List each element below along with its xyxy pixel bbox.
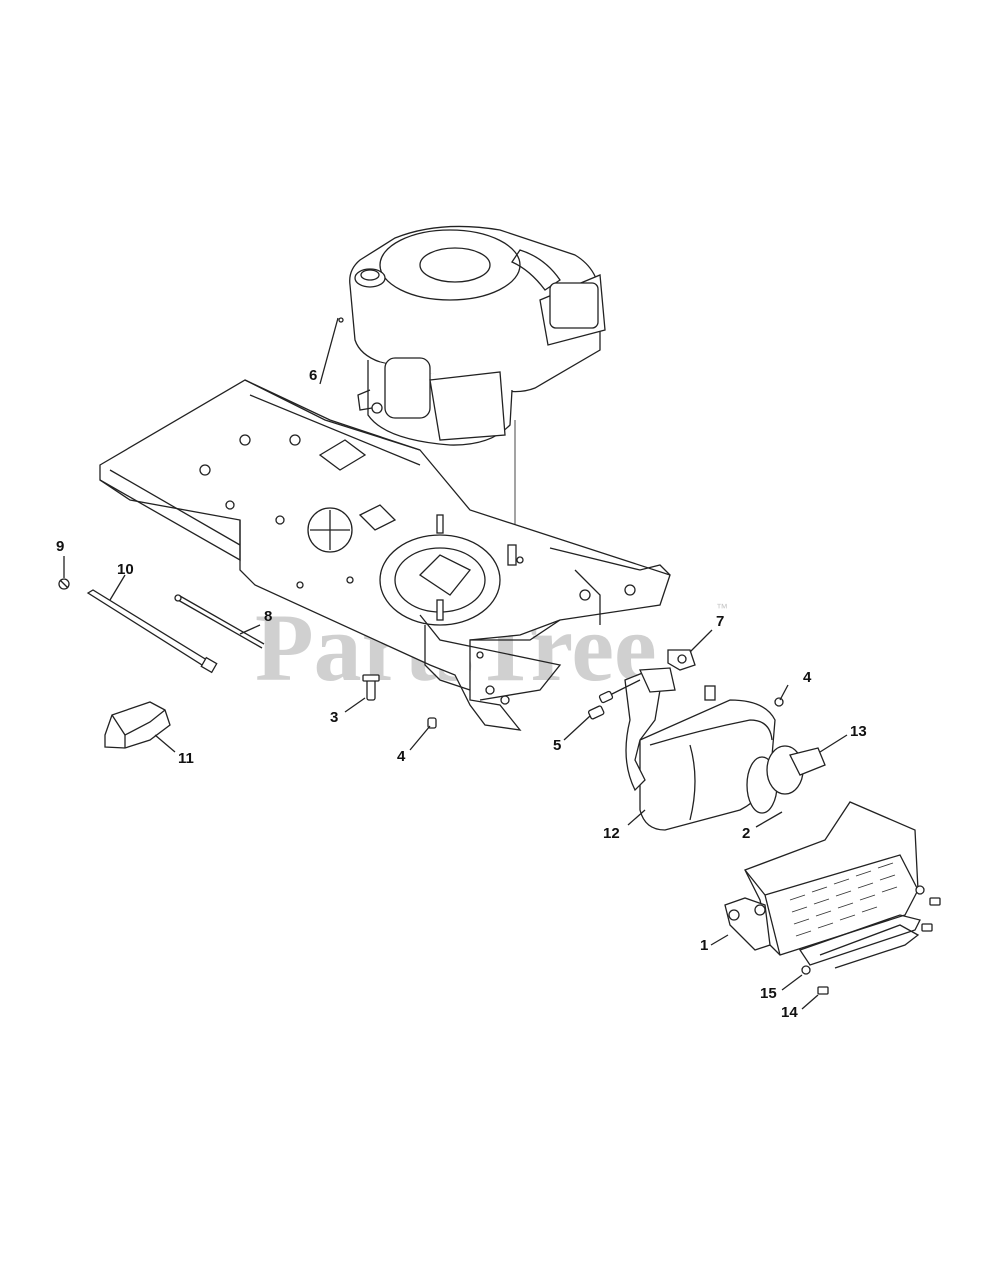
callout-1: 1 xyxy=(700,937,708,954)
muffler-drawing xyxy=(587,649,826,831)
leader-lines xyxy=(63,317,848,1010)
callout-10: 10 xyxy=(117,561,134,578)
callout-4-right: 4 xyxy=(803,669,812,686)
engine-drawing xyxy=(349,225,606,550)
callout-8: 8 xyxy=(264,608,272,625)
callout-12: 12 xyxy=(603,825,620,842)
callout-11: 11 xyxy=(178,750,194,767)
callout-15: 15 xyxy=(760,985,777,1002)
heat-shield-drawing xyxy=(724,801,941,995)
callout-labels: 1 2 3 4 4 5 6 7 8 9 10 11 12 13 14 15 xyxy=(56,367,867,1021)
callout-9: 9 xyxy=(56,538,64,555)
frame-drawing xyxy=(99,379,671,731)
callout-7: 7 xyxy=(716,613,724,630)
callout-6: 6 xyxy=(309,367,317,384)
watermark-trademark: ™ xyxy=(716,601,728,615)
callout-5: 5 xyxy=(553,737,561,754)
callout-13: 13 xyxy=(850,723,867,740)
callout-4-left: 4 xyxy=(397,748,406,765)
callout-2: 2 xyxy=(742,825,750,842)
callout-14: 14 xyxy=(781,1004,798,1021)
callout-3: 3 xyxy=(330,709,338,726)
small-parts-left xyxy=(58,317,437,749)
